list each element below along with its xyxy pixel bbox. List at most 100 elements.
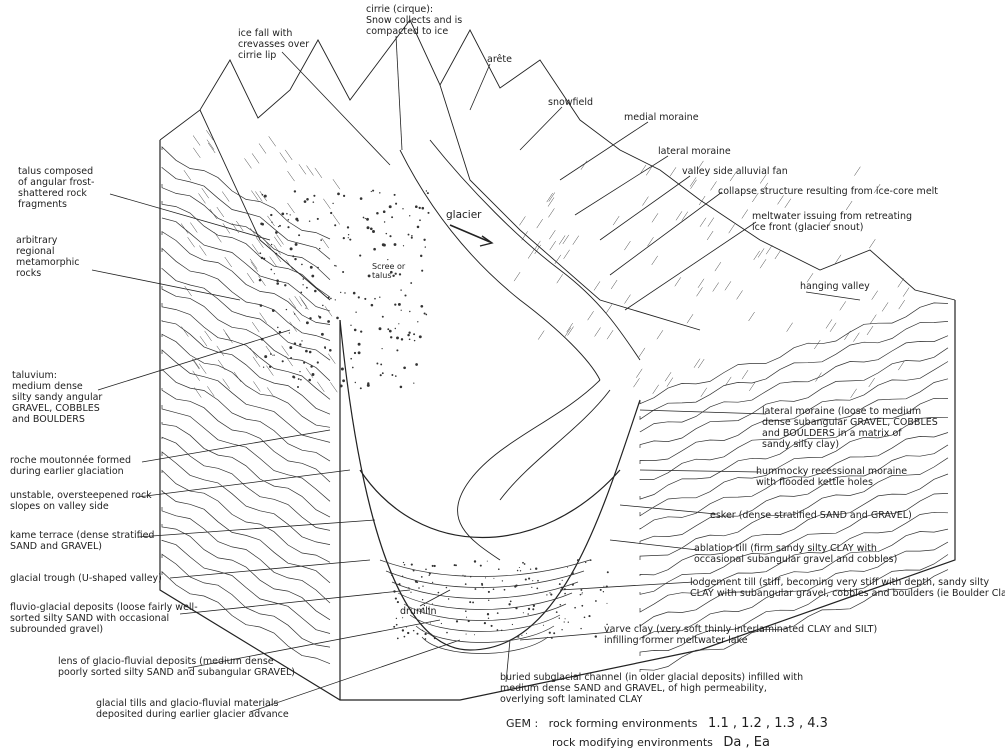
sediment-dot xyxy=(543,625,544,626)
sediment-dot xyxy=(502,580,503,581)
slope-hatch xyxy=(675,277,681,286)
sediment-dot xyxy=(600,589,602,591)
scree-dot xyxy=(360,330,362,332)
scree-dot xyxy=(391,374,393,376)
scree-dot xyxy=(292,255,294,257)
sediment-dot xyxy=(588,615,590,617)
slope-hatch xyxy=(333,215,340,225)
u-trough-profile xyxy=(340,320,640,650)
sediment-dot xyxy=(396,618,397,619)
label-buried-channel: buried subglacial channel (in older glac… xyxy=(500,672,803,705)
scree-dot xyxy=(299,343,301,345)
slope-hatch xyxy=(760,259,766,268)
sediment-dot xyxy=(561,629,562,630)
slope-hatch xyxy=(665,372,671,381)
slope-hatch xyxy=(853,333,859,342)
slope-hatch xyxy=(559,236,565,245)
slope-hatch xyxy=(607,330,613,339)
scree-dot xyxy=(379,192,380,193)
slope-hatch xyxy=(214,232,221,242)
scree-dot xyxy=(294,342,296,344)
scree-dot xyxy=(264,355,267,358)
label-kame-terrace: kame terrace (dense stratifiedSAND and G… xyxy=(10,530,154,552)
scree-dot xyxy=(264,195,267,198)
slope-hatch xyxy=(830,323,836,332)
sediment-dot xyxy=(493,588,495,590)
scree-dot xyxy=(294,313,295,314)
scree-dot xyxy=(355,382,356,383)
sediment-dot xyxy=(454,564,456,566)
scree-dot xyxy=(358,351,361,354)
sediment-dot xyxy=(515,607,517,609)
scree-dot xyxy=(355,311,356,312)
sediment-dot xyxy=(559,583,561,585)
slope-hatch xyxy=(840,301,846,310)
slope-hatch xyxy=(210,209,217,219)
scree-dot xyxy=(261,257,263,259)
slope-hatch xyxy=(606,304,612,313)
sediment-dot xyxy=(438,592,440,594)
sediment-dot xyxy=(512,624,513,625)
scree-dot xyxy=(376,363,378,365)
scree-dot xyxy=(334,224,336,226)
slope-hatch xyxy=(181,224,188,234)
slope-hatch xyxy=(537,219,543,228)
scree-dot xyxy=(317,267,319,269)
slope-hatch xyxy=(232,223,239,233)
trough-sediment-layer xyxy=(386,571,584,588)
scree-dot xyxy=(308,379,311,382)
slope-hatch xyxy=(851,389,857,398)
scree-dot xyxy=(297,386,299,388)
label-fluvio-glacial: fluvio-glacial deposits (loose fairly we… xyxy=(10,602,198,635)
scree-dot xyxy=(272,309,275,312)
scree-dot xyxy=(427,192,429,194)
sediment-dot xyxy=(521,635,522,636)
sediment-dot xyxy=(397,601,399,603)
scree-dot xyxy=(411,235,413,237)
left-stratum xyxy=(162,334,330,427)
scree-dot xyxy=(286,213,288,215)
scree-dot xyxy=(322,305,324,307)
sediment-dot xyxy=(393,626,395,628)
scree-dot xyxy=(324,346,326,348)
sediment-dot xyxy=(396,624,398,626)
scree-dot xyxy=(409,338,411,340)
slope-hatch xyxy=(698,279,704,288)
sediment-dot xyxy=(395,598,397,600)
scree-dot xyxy=(384,221,385,222)
scree-dot xyxy=(306,198,309,201)
sediment-dot xyxy=(411,564,413,566)
scree-dot xyxy=(342,379,345,382)
scree-dot xyxy=(409,215,410,216)
label-glacio-fluvial-lens: lens of glacio-fluvial deposits (medium … xyxy=(58,656,295,678)
slope-hatch xyxy=(293,311,300,321)
sediment-dot xyxy=(410,592,411,593)
leader-line xyxy=(600,176,690,240)
sediment-dot xyxy=(404,564,406,566)
sediment-dot xyxy=(484,622,486,624)
scree-dot xyxy=(358,296,360,298)
scree-dot xyxy=(353,292,356,295)
sediment-dot xyxy=(390,572,391,573)
slope-hatch xyxy=(225,257,232,267)
sediment-dot xyxy=(549,592,550,593)
slope-hatch xyxy=(282,346,289,356)
scree-dot xyxy=(269,366,271,368)
scree-dot xyxy=(328,297,330,299)
scree-dot xyxy=(398,323,399,324)
scree-dot xyxy=(289,332,290,333)
scree-dot xyxy=(360,197,363,200)
sediment-dot xyxy=(525,578,527,580)
gem-rock-forming-label: rock forming environments xyxy=(549,717,698,730)
scree-dot xyxy=(273,355,274,356)
label-icefall: ice fall withcrevasses overcirrie lip xyxy=(238,28,309,61)
slope-hatch xyxy=(247,273,254,283)
sediment-dot xyxy=(550,594,552,596)
left-stratum xyxy=(162,490,330,583)
slope-hatch xyxy=(898,278,904,287)
scree-dot xyxy=(423,239,425,241)
scree-dot xyxy=(305,350,308,353)
glacier-flow-arrow xyxy=(450,225,490,242)
slope-hatch xyxy=(594,281,600,290)
slope-hatch xyxy=(640,165,646,174)
